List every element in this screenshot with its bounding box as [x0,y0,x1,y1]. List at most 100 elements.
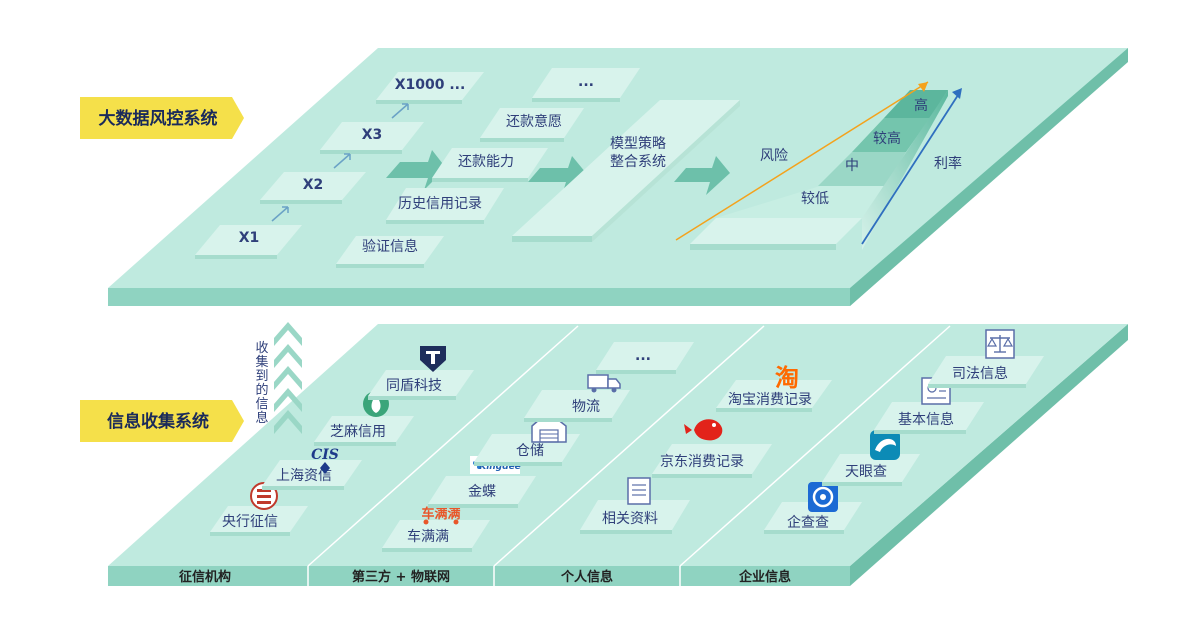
category-third-party: 第三方 + 物联网 [352,569,450,585]
truck-icon [587,374,621,393]
tile-more: ... [532,68,640,102]
top-system-title: 大数据风控系统 [99,108,218,129]
tile-third-more: ... [596,342,694,374]
factor-verify: 验证信息 [362,238,418,255]
chemanman-logo-icon: 车满满 [421,506,461,525]
tile-judicial: 司法信息 [928,329,1044,388]
source-tianyancha: 天眼查 [845,464,887,480]
factor-ability: 还款能力 [458,154,514,170]
source-shanghai: 上海资信 [276,468,332,484]
rate-label: 利率 [934,155,962,172]
collect-arrow: 收 集 到 的 信 息 [255,322,302,434]
jd-logo-icon [684,419,723,441]
model-label-line1: 模型策略 [610,135,666,152]
tile-taobao: 淘宝消费记录 淘 [716,364,832,412]
document-icon [627,477,651,505]
factor-tiles: 验证信息 历史信用记录 还款能力 还款意愿 ... [336,68,640,268]
source-taobao: 淘宝消费记录 [728,392,812,408]
arrow-up-icon [391,103,409,119]
risk-line [675,81,929,241]
tile-x2: X2 [260,172,366,204]
credit-agency-tiles: 央行征信 上海资信 CIS 芝麻信用 [210,346,474,536]
svg-text:车满满: 车满满 [421,506,460,522]
source-basic-info: 基本信息 [898,411,954,428]
source-related-docs: 相关资料 [602,511,658,527]
arrow-up-icon [333,153,351,169]
model-label-line2: 整合系统 [610,154,666,170]
source-qichacha: 企查查 [787,514,829,531]
tile-x1: X1 [195,225,302,259]
tile-willingness: 还款意愿 [480,108,584,142]
svg-text:淘: 淘 [775,364,799,392]
category-personal: 个人信息 [560,569,613,585]
source-tongdun: 同盾科技 [386,378,442,394]
source-warehouse: 仓储 [516,443,544,459]
enterprise-tiles: 企查查 天眼查 基本信息 [764,329,1044,534]
grade-low: 较低 [801,191,829,207]
tongdun-logo-icon [420,346,446,372]
source-logistics: 物流 [572,399,600,415]
category-enterprise: 企业信息 [738,569,791,585]
level-x3: X3 [362,127,383,143]
tile-verify: 验证信息 [336,236,444,268]
source-kingdee: 金蝶 [468,484,496,500]
bottom-system-title: 信息收集系统 [107,411,209,432]
source-chemanman: 车满满 [407,528,449,545]
tile-x1000: X1000 ... [376,72,484,104]
factor-willingness: 还款意愿 [506,113,562,130]
grade-higher: 较高 [873,130,901,147]
source-third-more: ... [635,348,651,364]
third-party-tiles: 车满满 车满满 金蝶 Kingdee 仓储 [382,342,694,552]
level-tiles: X1 X2 X3 X1000 ... [195,72,484,259]
svg-text:Kingdee: Kingdee [479,462,521,472]
tile-history: 历史信用记录 [386,188,504,224]
tile-x3: X3 [320,122,424,154]
tile-qichacha: 企查查 [764,482,862,534]
collected-char-4: 信 [255,397,268,412]
risk-label: 风险 [760,148,788,164]
top-system-tag: 大数据风控系统 [80,97,244,139]
flow-arrow-icon [674,156,730,195]
arrow-up-icon [271,206,289,222]
level-x2: X2 [303,177,324,193]
level-x1: X1 [239,230,260,246]
cis-logo-icon: CIS [311,447,339,474]
collected-char-3: 的 [255,382,268,398]
flow-arrow-icon [386,150,446,190]
bottom-platform: 征信机构 第三方 + 物联网 个人信息 企业信息 [108,324,1128,586]
qichacha-logo-icon [808,482,838,512]
level-x1000: X1000 ... [395,77,466,93]
tile-logistics: 物流 [524,374,630,422]
risk-arrow-icon [918,82,928,92]
rate-arrow-icon [952,88,962,99]
collected-char-0: 收 [255,341,268,356]
tianyancha-logo-icon [870,430,900,460]
source-jd: 京东消费记录 [660,454,744,470]
collected-char-2: 到 [255,369,268,384]
collected-char-1: 集 [255,354,268,370]
tile-tongdun: 同盾科技 [368,346,474,400]
factor-more: ... [578,74,594,90]
source-pboc: 央行征信 [222,514,278,530]
tile-tianyancha: 天眼查 [822,430,920,486]
scale-icon [985,329,1015,359]
bottom-system-tag: 信息收集系统 [80,400,244,442]
source-judicial: 司法信息 [952,365,1008,382]
category-credit-agency: 征信机构 [179,569,231,585]
grade-high: 高 [914,97,928,114]
tile-basic-info: 基本信息 [874,377,984,434]
collected-char-5: 息 [255,410,268,426]
model-tile: 模型策略 整合系统 [512,100,740,242]
grade-mid: 中 [845,158,859,174]
taobao-logo-icon: 淘 [775,364,799,392]
tile-related-docs: 相关资料 [580,477,690,534]
source-zhima: 芝麻信用 [330,424,386,440]
tile-shanghai: 上海资信 CIS [262,447,362,490]
risk-rate-pyramid: 风险 利率 较低 中 较高 高 [675,81,962,250]
factor-history: 历史信用记录 [398,196,482,212]
tile-chemanman: 车满满 车满满 [382,506,490,552]
svg-text:CIS: CIS [311,447,339,463]
tile-jd: 京东消费记录 [652,419,772,478]
personal-tiles: 相关资料 京东消费记录 淘宝消费记录 淘 [580,364,832,534]
rate-line [861,91,961,245]
